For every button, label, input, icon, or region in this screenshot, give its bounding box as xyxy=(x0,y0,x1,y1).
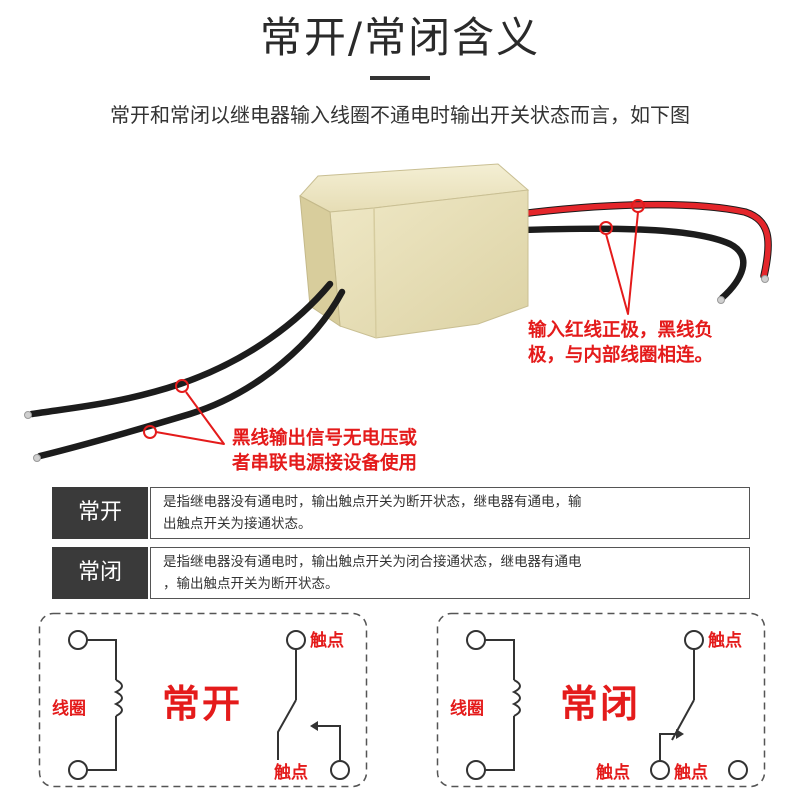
coil-label: 线圈 xyxy=(450,699,484,719)
coil-terminal-top xyxy=(68,630,88,650)
contact-terminal-bottom-right xyxy=(728,760,748,780)
contact-terminal-top xyxy=(684,630,704,650)
relay-illustration xyxy=(24,163,772,462)
coil-label: 线圈 xyxy=(52,699,86,719)
definition-line: 是指继电器没有通电时，输出触点开关为闭合接通状态，继电器有通电 xyxy=(163,554,582,570)
contact-terminal-bottom-left xyxy=(650,760,670,780)
definition-line: 是指继电器没有通电时，输出触点开关为断开状态，继电器有通电，输 xyxy=(163,494,582,510)
callout-input-wires: 输入红线正极，黑线负 极，与内部线圈相连。 xyxy=(528,318,778,368)
coil-icon xyxy=(511,679,521,717)
callout-output-line-1: 黑线输出信号无电压或 xyxy=(232,428,418,449)
schematic-title: 常闭 xyxy=(560,682,641,726)
marker-output-1 xyxy=(175,379,189,393)
coil-terminal-top xyxy=(466,630,486,650)
contact-label-top: 触点 xyxy=(310,631,344,651)
callout-input-line-1: 输入红线正极，黑线负 xyxy=(528,320,714,341)
red-wire xyxy=(516,200,772,280)
black-wire-output-1 xyxy=(28,280,334,418)
open-switch-blade xyxy=(277,699,297,760)
page-title: 常开/常闭含义 xyxy=(259,13,541,62)
schematic-no-drawing xyxy=(38,612,368,788)
relay-front xyxy=(329,189,529,339)
schematic-title: 常开 xyxy=(162,682,243,726)
black-wire-input xyxy=(516,225,747,302)
contact-label-bottom-right: 触点 xyxy=(674,763,708,783)
schematic-normally-closed: 线圈 常闭 触点 触点 触点 xyxy=(436,612,766,788)
contact-terminal-bottom xyxy=(330,760,350,780)
definition-text-normally-closed: 是指继电器没有通电时，输出触点开关为闭合接通状态，继电器有通电 ，输出触点开关为… xyxy=(150,547,750,599)
contact-label-bottom-left: 触点 xyxy=(596,763,630,783)
contact-arrow-icon xyxy=(676,729,684,739)
coil-terminal-bottom xyxy=(68,760,88,780)
callout-input-line-2: 极，与内部线圈相连。 xyxy=(528,345,714,366)
contact-label-top: 触点 xyxy=(708,631,742,651)
black-wire-output-2 xyxy=(36,288,346,460)
definition-text-normally-open: 是指继电器没有通电时，输出触点开关为断开状态，继电器有通电，输 出触点开关为接通… xyxy=(150,487,750,539)
definition-label-normally-open: 常开 xyxy=(52,487,148,539)
callout-output-wires: 黑线输出信号无电压或 者串联电源接设备使用 xyxy=(232,426,482,476)
definition-line: 出触点开关为接通状态。 xyxy=(163,516,312,532)
page-subtitle: 常开和常闭以继电器输入线圈不通电时输出开关状态而言，如下图 xyxy=(110,103,690,127)
schematic-nc-drawing xyxy=(436,612,766,788)
contact-arrow-icon xyxy=(310,721,318,731)
coil-terminal-bottom xyxy=(466,760,486,780)
definition-line: ，输出触点开关为断开状态。 xyxy=(163,576,339,592)
contact-terminal-top xyxy=(286,630,306,650)
callout-output-line-2: 者串联电源接设备使用 xyxy=(232,453,418,474)
schematic-normally-open: 线圈 常开 触点 触点 xyxy=(38,612,368,788)
relay-side xyxy=(299,195,341,327)
contact-label-bottom: 触点 xyxy=(274,763,308,783)
definition-label-normally-closed: 常闭 xyxy=(52,547,148,599)
coil-icon xyxy=(113,679,123,717)
title-underline xyxy=(370,76,430,80)
